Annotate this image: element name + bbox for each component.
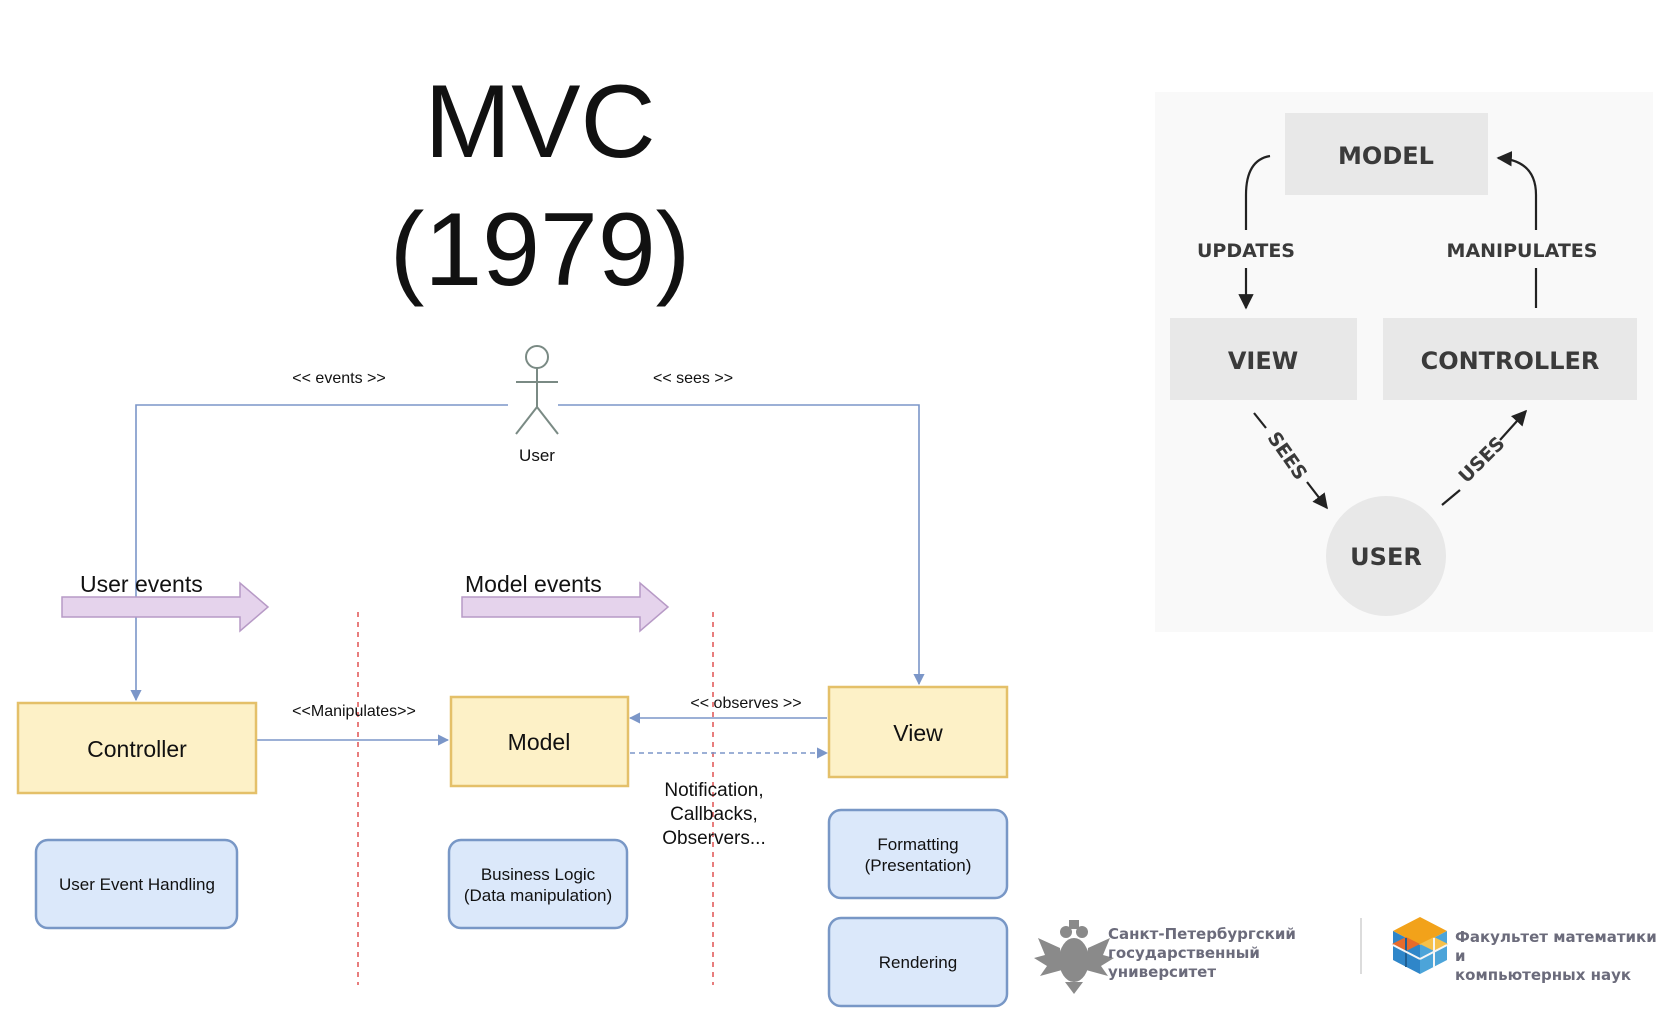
sees-arrow-lower (1306, 481, 1328, 510)
user-events-label: User events (80, 571, 203, 597)
cycle-model-label: MODEL (1338, 142, 1434, 170)
faculty-name-line-2: компьютерных наук (1455, 966, 1632, 984)
cycle-controller-label: CONTROLLER (1421, 347, 1600, 375)
sees-edge-label: << sees >> (653, 370, 733, 387)
manipulates-label: MANIPULATES (1447, 240, 1598, 262)
rendering-label: Rendering (879, 953, 957, 972)
business-logic-label-line-2: (Data manipulation) (464, 886, 612, 905)
manipulates-edge-label: <<Manipulates>> (292, 703, 416, 720)
cycle-user-label: USER (1350, 543, 1422, 571)
spbu-name: Санкт-Петербургский государственный унив… (1108, 925, 1296, 982)
events-connector (130, 404, 508, 702)
user-actor-label: User (519, 446, 555, 465)
events-edge-label: << events >> (292, 370, 385, 387)
cycle-view-label: VIEW (1228, 347, 1298, 375)
right-mvc-cycle-diagram: MODEL VIEW CONTROLLER USER UPDATES MANIP… (1155, 92, 1653, 632)
user-actor-icon (515, 345, 559, 435)
model-events-flow-arrow (461, 581, 670, 633)
updates-arrow (1244, 154, 1271, 230)
spbu-emblem-icon (1034, 920, 1114, 994)
formatting-label-line-2: (Presentation) (865, 856, 972, 875)
rendering-box: Rendering (827, 916, 1009, 1008)
updates-label: UPDATES (1197, 240, 1295, 262)
view-label: View (893, 720, 943, 746)
notification-label-line-1: Notification, (664, 780, 763, 801)
spbu-name-line-2: государственный (1108, 944, 1260, 962)
business-logic-box: Business Logic (Data manipulation) (447, 838, 629, 930)
sees-connector (558, 404, 925, 686)
cycle-controller-box: CONTROLLER (1383, 318, 1637, 400)
cycle-model-box: MODEL (1285, 113, 1488, 195)
title-mvc: MVC (424, 64, 656, 180)
faculty-name-line-1: Факультет математики и (1455, 928, 1657, 965)
notification-label-line-3: Observers... (662, 828, 765, 849)
sees-arrow-upper (1253, 412, 1267, 429)
controller-label: Controller (87, 736, 187, 762)
model-label: Model (508, 729, 571, 755)
notification-label-line-2: Callbacks, (670, 804, 758, 825)
model-events-label: Model events (465, 571, 602, 597)
left-mvc-diagram: User << events >> << sees >> User events… (16, 345, 1009, 1008)
formatting-label-line-1: Formatting (877, 835, 958, 854)
model-node: Model (449, 695, 630, 788)
view-node: View (827, 685, 1009, 779)
business-logic-label-line-1: Business Logic (481, 865, 596, 884)
spbu-name-line-1: Санкт-Петербургский (1108, 925, 1296, 943)
user-event-handling-box: User Event Handling (34, 838, 239, 930)
formatting-box: Formatting (Presentation) (827, 808, 1009, 900)
uses-arrow-lower (1441, 489, 1461, 506)
cycle-user-circle: USER (1326, 496, 1446, 616)
title-year: (1979) (389, 192, 691, 308)
faculty-cube-logo-icon (1392, 917, 1448, 974)
faculty-name: Факультет математики и компьютерных наук (1455, 928, 1660, 985)
controller-node: Controller (16, 701, 258, 795)
manipulates-arrow (1496, 151, 1538, 230)
user-event-handling-label: User Event Handling (59, 875, 215, 894)
observes-edge-label: << observes >> (690, 695, 801, 712)
user-events-flow-arrow (61, 581, 270, 633)
spbu-name-line-3: университет (1108, 963, 1217, 981)
cycle-view-box: VIEW (1170, 318, 1357, 400)
uses-arrow-upper (1499, 409, 1528, 441)
